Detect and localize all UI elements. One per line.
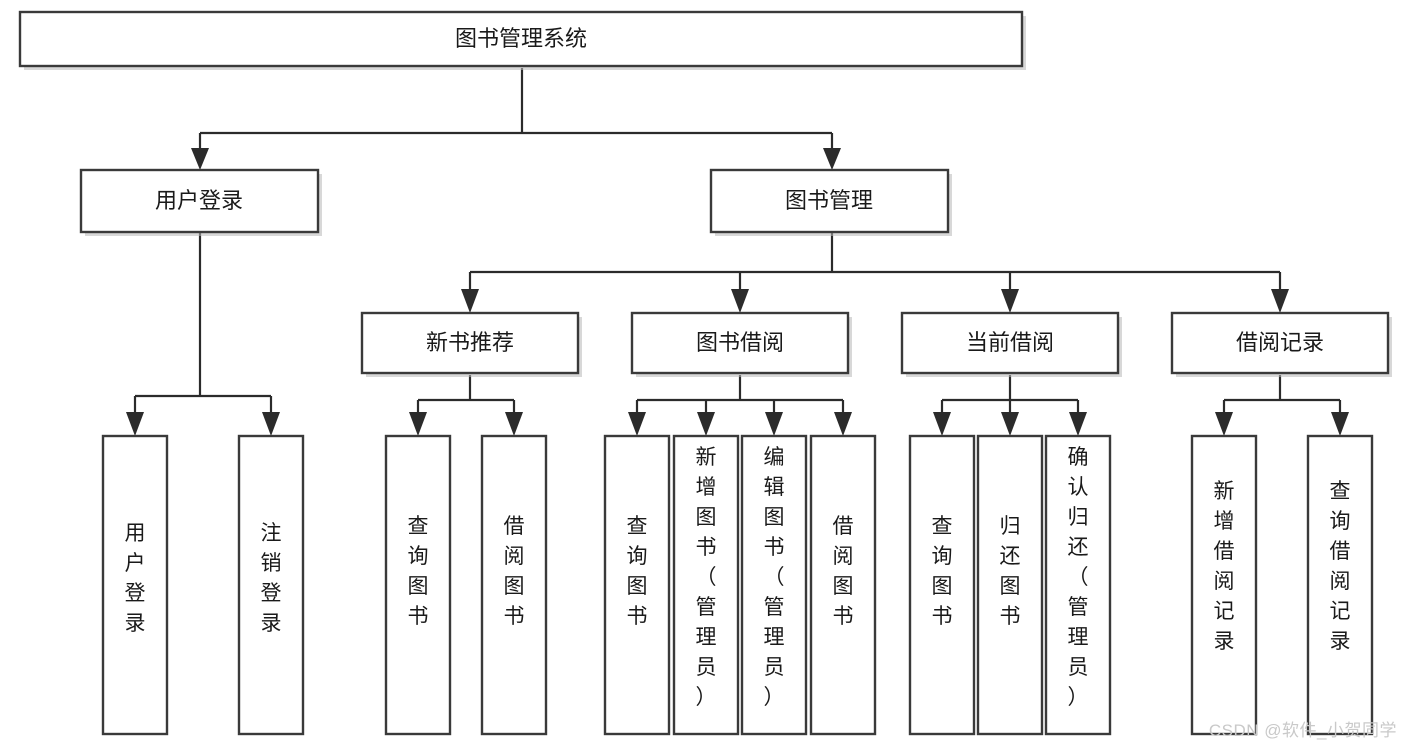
leaf-borrow-book-2[interactable]: 借阅图书 (809, 434, 877, 736)
leaf-borrow-book-1-box[interactable] (480, 434, 548, 736)
root-box[interactable] (18, 10, 1024, 68)
current-borrow-label: 当前借阅 (966, 330, 1054, 355)
arrow-to-leaf-borrow-book-1 (505, 412, 523, 436)
arrow-to-book-manage (823, 148, 841, 170)
leaf-query-book-3[interactable]: 查询图书 (908, 434, 976, 736)
arrow-to-leaf-query-book-2 (628, 412, 646, 436)
connector-borrow-record-to-leaves (1222, 375, 1342, 418)
connector-root-to-level2 (198, 68, 834, 155)
root-label: 图书管理系统 (455, 26, 587, 51)
connector-current-borrow-to-leaves (940, 375, 1080, 418)
user-login-label: 用户登录 (155, 188, 243, 213)
arrow-to-book-borrow (731, 289, 749, 313)
leaf-add-book-label: 新增图书（管理员） (696, 446, 717, 709)
leaf-borrow-book-2-label: 借阅图书 (833, 515, 854, 628)
leaf-return-book[interactable]: 归还图书 (976, 434, 1044, 736)
arrow-to-leaf-query-book-1 (409, 412, 427, 436)
arrow-to-current-borrow (1001, 289, 1019, 313)
leaf-query-book-3-label: 查询图书 (932, 515, 953, 628)
leaf-edit-book-label: 编辑图书（管理员） (764, 446, 785, 709)
leaf-confirm-return[interactable]: 确认归还（管理员） (1044, 434, 1112, 736)
leaf-query-book-2[interactable]: 查询图书 (603, 434, 671, 736)
leaf-borrow-book-2-box[interactable] (809, 434, 877, 736)
arrow-to-leaf-add-record (1215, 412, 1233, 436)
user-login-box[interactable] (79, 168, 320, 234)
leaf-return-book-label: 归还图书 (1000, 515, 1021, 628)
arrow-to-user-login (191, 148, 209, 170)
leaf-edit-book[interactable]: 编辑图书（管理员） (740, 434, 808, 736)
leaf-user-login[interactable]: 用户登录 (101, 434, 169, 736)
connector-new-book-recommend-to-leaves (416, 375, 516, 418)
new-book-recommend-label: 新书推荐 (426, 330, 514, 355)
leaf-query-book-2-box[interactable] (603, 434, 671, 736)
arrow-to-new-book-recommend (461, 289, 479, 313)
leaf-query-book-1-box[interactable] (384, 434, 452, 736)
arrow-to-leaf-query-record (1331, 412, 1349, 436)
node-user-login[interactable]: 用户登录 (79, 168, 322, 236)
borrow-record-label: 借阅记录 (1236, 330, 1324, 355)
current-borrow-box[interactable] (900, 311, 1120, 375)
arrow-to-leaf-edit-book (765, 412, 783, 436)
node-current-borrow[interactable]: 当前借阅 (900, 311, 1122, 377)
leaf-add-record-box[interactable] (1190, 434, 1258, 736)
leaf-add-record-label: 新增借阅记录 (1214, 480, 1235, 653)
leaf-query-book-1-label: 查询图书 (408, 515, 429, 628)
leaf-add-record[interactable]: 新增借阅记录 (1190, 434, 1258, 736)
node-book-manage[interactable]: 图书管理 (709, 168, 952, 236)
leaf-query-book-2-label: 查询图书 (627, 515, 648, 628)
leaf-logout-box[interactable] (237, 434, 305, 736)
node-borrow-record[interactable]: 借阅记录 (1170, 311, 1392, 377)
arrow-to-leaf-add-book (697, 412, 715, 436)
leaf-logout-label: 注销登录 (261, 522, 282, 635)
leaf-user-login-label: 用户登录 (125, 522, 146, 635)
arrow-to-leaf-borrow-book-2 (834, 412, 852, 436)
leaf-return-book-box[interactable] (976, 434, 1044, 736)
leaf-query-book-3-box[interactable] (908, 434, 976, 736)
connector-book-borrow-to-leaves (635, 375, 845, 418)
new-book-recommend-box[interactable] (360, 311, 580, 375)
arrow-to-leaf-user-login (126, 412, 144, 436)
leaf-query-record[interactable]: 查询借阅记录 (1306, 434, 1374, 736)
arrow-to-leaf-return-book (1001, 412, 1019, 436)
leaf-logout[interactable]: 注销登录 (237, 434, 305, 736)
book-borrow-box[interactable] (630, 311, 850, 375)
node-new-book-recommend[interactable]: 新书推荐 (360, 311, 582, 377)
book-borrow-label: 图书借阅 (696, 330, 784, 355)
leaf-query-record-box[interactable] (1306, 434, 1374, 736)
book-manage-box[interactable] (709, 168, 950, 234)
arrow-to-leaf-logout (262, 412, 280, 436)
leaf-confirm-return-box[interactable] (1044, 434, 1112, 736)
borrow-record-box[interactable] (1170, 311, 1390, 375)
connector-user-login-to-leaves (133, 233, 273, 418)
leaf-borrow-book-1-label: 借阅图书 (504, 515, 525, 628)
node-book-borrow[interactable]: 图书借阅 (630, 311, 852, 377)
book-manage-label: 图书管理 (785, 188, 873, 213)
arrow-to-borrow-record (1271, 289, 1289, 313)
arrow-to-leaf-confirm-return (1069, 412, 1087, 436)
leaf-user-login-box[interactable] (101, 434, 169, 736)
leaf-add-book[interactable]: 新增图书（管理员） (672, 434, 740, 736)
connector-layer (126, 68, 1349, 436)
node-root[interactable]: 图书管理系统 (18, 10, 1026, 70)
leaf-query-record-label: 查询借阅记录 (1330, 480, 1351, 653)
leaf-query-book-1[interactable]: 查询图书 (384, 434, 452, 736)
leaf-borrow-book-1[interactable]: 借阅图书 (480, 434, 548, 736)
connector-book-manage-to-level3 (468, 233, 1282, 295)
leaf-add-book-box[interactable] (672, 434, 740, 736)
leaf-edit-book-box[interactable] (740, 434, 808, 736)
leaf-confirm-return-label: 确认归还（管理员） (1068, 446, 1089, 709)
arrow-to-leaf-query-book-3 (933, 412, 951, 436)
